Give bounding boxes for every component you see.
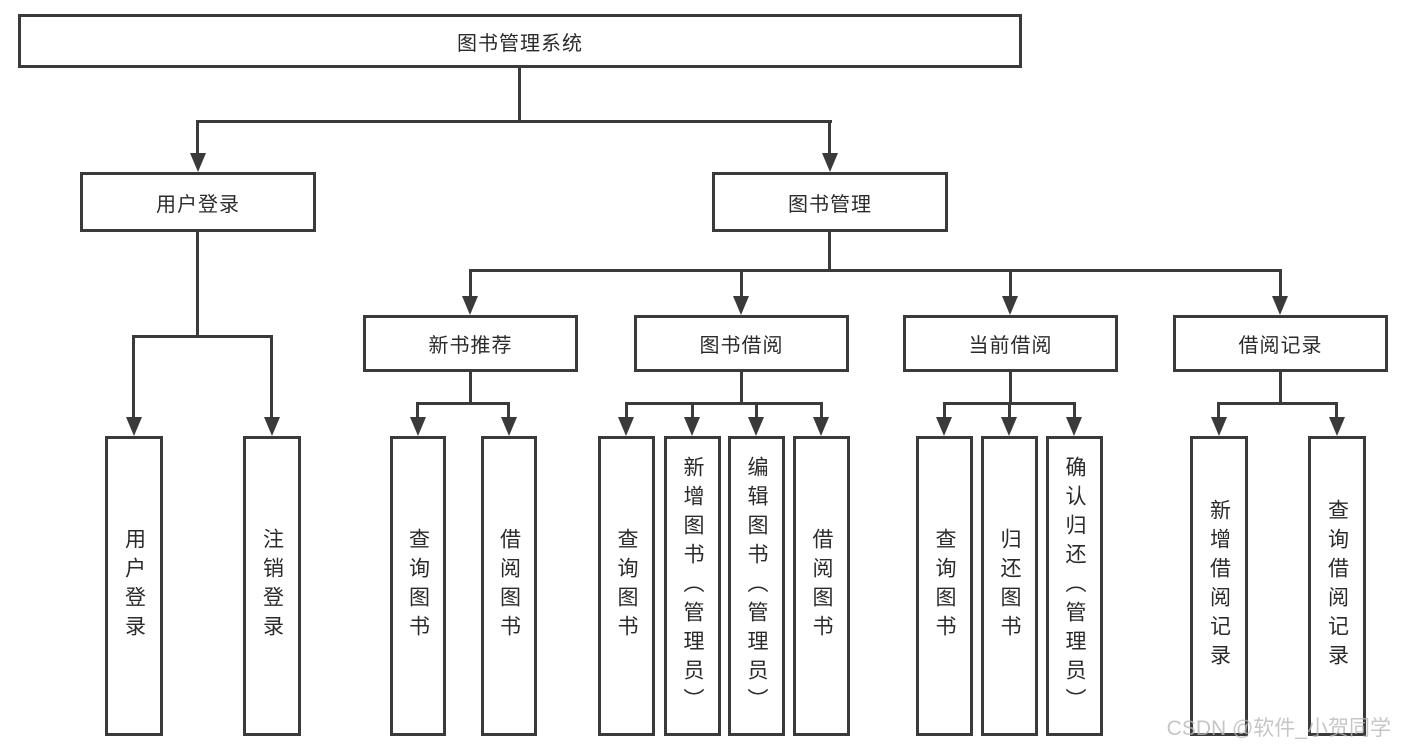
connector-borrow-branch-2 <box>691 402 694 420</box>
node-new-book-recommend: 新书推荐 <box>363 315 578 372</box>
node-book-management-label: 图书管理 <box>788 193 872 216</box>
connector-borrow-stem <box>740 372 743 404</box>
connector-root-stem <box>518 68 521 123</box>
connector-userlogin-branch-1 <box>132 335 135 419</box>
connector-bookmgmt-branch-4 <box>1279 269 1282 297</box>
node-user-login: 用户登录 <box>80 172 316 232</box>
connector-records-branch-1 <box>1217 402 1220 420</box>
leaf-recommend-query-books-label: 查询图书 <box>406 528 430 644</box>
connector-current-branch-2 <box>1008 402 1011 420</box>
leaf-query-borrow-record-label: 查询借阅记录 <box>1325 499 1349 673</box>
arrowhead-down <box>1272 296 1288 315</box>
arrowhead-down <box>936 417 952 436</box>
connector-recommend-stem <box>469 372 472 404</box>
connector-root-branch-left <box>196 120 199 156</box>
leaf-borrow-books-label: 借阅图书 <box>810 528 833 644</box>
arrowhead-down <box>1329 417 1345 436</box>
arrowhead-down <box>126 417 142 436</box>
csdn-watermark: CSDN @软件_小贺同学 <box>1166 717 1391 740</box>
leaf-edit-books-admin: 编辑图书（管理员） <box>728 436 785 736</box>
node-current-borrow-label: 当前借阅 <box>968 335 1053 357</box>
node-root-system-label: 图书管理系统 <box>457 32 583 55</box>
node-current-borrow: 当前借阅 <box>903 315 1118 372</box>
connector-recommend-branch-2 <box>507 402 510 420</box>
leaf-add-books-admin: 新增图书（管理员） <box>664 436 721 736</box>
connector-current-stem <box>1009 372 1012 404</box>
connector-records-branch-2 <box>1335 402 1338 420</box>
node-borrow-records: 借阅记录 <box>1173 315 1388 372</box>
leaf-user-login-label: 用户登录 <box>122 528 146 644</box>
leaf-current-query-books-label: 查询图书 <box>933 528 956 644</box>
arrowhead-down <box>410 417 426 436</box>
arrowhead-down <box>822 153 838 172</box>
arrowhead-down <box>190 153 206 172</box>
leaf-user-login: 用户登录 <box>105 436 163 736</box>
node-book-borrow-label: 图书借阅 <box>699 335 784 357</box>
arrowhead-down <box>1001 417 1017 436</box>
arrowhead-down <box>501 417 517 436</box>
connector-recommend-rail <box>416 402 510 405</box>
arrowhead-down <box>733 296 749 315</box>
connector-borrow-branch-3 <box>755 402 758 420</box>
connector-bookmgmt-stem <box>828 232 831 272</box>
leaf-add-books-admin-label: 新增图书（管理员） <box>681 455 704 717</box>
connector-bookmgmt-branch-2 <box>740 269 743 297</box>
connector-borrow-branch-4 <box>820 402 823 420</box>
arrowhead-down <box>462 296 478 315</box>
connector-bookmgmt-rail <box>469 269 1282 272</box>
connector-records-stem <box>1279 372 1282 404</box>
connector-userlogin-rail <box>132 335 273 338</box>
leaf-current-query-books: 查询图书 <box>916 436 973 736</box>
leaf-edit-books-admin-label: 编辑图书（管理员） <box>745 455 768 717</box>
leaf-recommend-query-books: 查询图书 <box>390 436 446 736</box>
connector-bookmgmt-branch-3 <box>1009 269 1012 297</box>
node-borrow-records-label: 借阅记录 <box>1238 335 1323 357</box>
connector-recommend-branch-1 <box>416 402 419 420</box>
node-new-book-recommend-label: 新书推荐 <box>428 335 513 357</box>
arrowhead-down <box>748 417 764 436</box>
connector-current-branch-1 <box>943 402 946 420</box>
leaf-return-books: 归还图书 <box>981 436 1038 736</box>
leaf-recommend-borrow-books: 借阅图书 <box>481 436 537 736</box>
leaf-confirm-return-admin-label: 确认归还（管理员） <box>1063 455 1086 717</box>
leaf-borrow-query-books-label: 查询图书 <box>615 528 638 644</box>
connector-root-rail <box>196 120 832 123</box>
arrowhead-down <box>813 417 829 436</box>
leaf-logout: 注销登录 <box>243 436 301 736</box>
connector-userlogin-stem <box>196 232 199 338</box>
connector-borrow-rail <box>625 402 822 405</box>
node-user-login-label: 用户登录 <box>156 193 240 216</box>
leaf-recommend-borrow-books-label: 借阅图书 <box>497 528 521 644</box>
connector-borrow-branch-1 <box>625 402 628 420</box>
arrowhead-down <box>618 417 634 436</box>
arrowhead-down <box>684 417 700 436</box>
connector-records-rail <box>1217 402 1338 405</box>
arrowhead-down <box>1002 296 1018 315</box>
connector-bookmgmt-branch-1 <box>469 269 472 297</box>
leaf-return-books-label: 归还图书 <box>998 528 1021 644</box>
leaf-query-borrow-record: 查询借阅记录 <box>1308 436 1366 736</box>
leaf-confirm-return-admin: 确认归还（管理员） <box>1046 436 1103 736</box>
leaf-add-borrow-record-label: 新增借阅记录 <box>1207 499 1231 673</box>
connector-current-branch-3 <box>1073 402 1076 420</box>
leaf-add-borrow-record: 新增借阅记录 <box>1190 436 1248 736</box>
leaf-logout-label: 注销登录 <box>260 528 284 644</box>
arrowhead-down <box>1211 417 1227 436</box>
leaf-borrow-query-books: 查询图书 <box>598 436 655 736</box>
node-root-system: 图书管理系统 <box>18 14 1022 68</box>
node-book-management: 图书管理 <box>712 172 948 232</box>
arrowhead-down <box>264 417 280 436</box>
leaf-borrow-books: 借阅图书 <box>793 436 850 736</box>
connector-root-branch-right <box>828 120 831 156</box>
connector-userlogin-branch-2 <box>270 335 273 419</box>
node-book-borrow: 图书借阅 <box>634 315 849 372</box>
arrowhead-down <box>1066 417 1082 436</box>
